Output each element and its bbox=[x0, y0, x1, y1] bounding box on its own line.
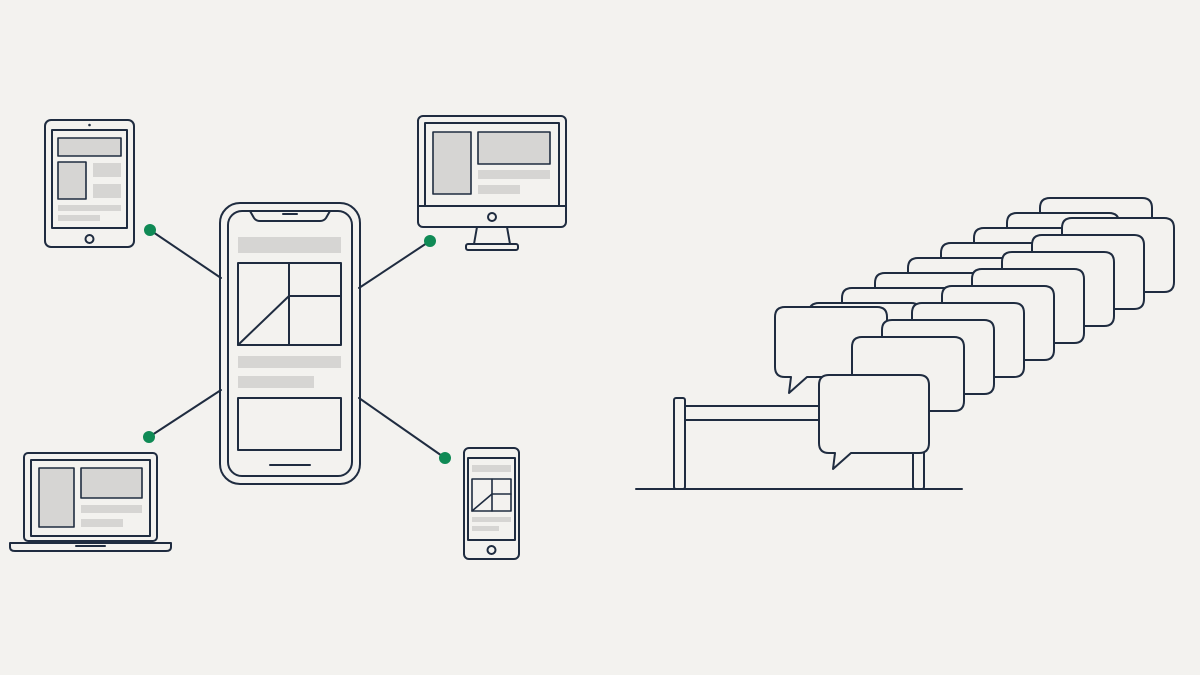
speech-bubble-icon bbox=[818, 374, 930, 470]
monitor-text-placeholder bbox=[478, 185, 520, 194]
laptop-base bbox=[9, 542, 172, 552]
laptop-icon bbox=[9, 452, 172, 552]
speech-bubble-queue bbox=[635, 197, 1175, 490]
smartphone-text-placeholder bbox=[238, 356, 341, 368]
small-phone-image-diagonal bbox=[471, 493, 493, 512]
tablet-banner-placeholder bbox=[57, 137, 122, 157]
barrier-post-left bbox=[673, 397, 686, 490]
smartphone-notch bbox=[249, 210, 331, 222]
tablet-screen bbox=[51, 129, 128, 229]
small-phone-screen bbox=[467, 457, 516, 541]
tablet-text-placeholder bbox=[58, 215, 100, 221]
tablet-image-placeholder bbox=[57, 161, 87, 200]
connector-dot-icon bbox=[439, 452, 451, 464]
tablet-text-placeholder bbox=[58, 205, 121, 211]
connector-lines bbox=[148, 229, 446, 459]
connector-line-tablet bbox=[149, 229, 222, 279]
smartphone-icon bbox=[219, 202, 361, 485]
laptop-sidebar-placeholder bbox=[38, 467, 75, 528]
speech-bubble-icon bbox=[818, 374, 930, 470]
small-phone-text-placeholder bbox=[472, 465, 511, 472]
small-phone-home-button bbox=[486, 545, 497, 555]
smartphone-body bbox=[219, 202, 361, 485]
tablet-body bbox=[44, 119, 135, 248]
laptop-lid bbox=[23, 452, 158, 542]
connector-line-laptop bbox=[148, 389, 222, 438]
monitor-sidebar-placeholder bbox=[432, 131, 472, 195]
monitor-text-placeholder bbox=[478, 170, 550, 179]
connected-devices bbox=[9, 115, 567, 560]
connector-dots bbox=[143, 224, 451, 464]
small-phone-icon bbox=[463, 447, 520, 560]
connector-dot-icon bbox=[143, 431, 155, 443]
smartphone-image-diagonal bbox=[237, 295, 290, 346]
smartphone-screen bbox=[227, 210, 353, 477]
laptop-text-placeholder bbox=[81, 519, 123, 527]
tablet-text-placeholder bbox=[93, 184, 121, 198]
connector-dot-icon bbox=[424, 235, 436, 247]
monitor-base bbox=[465, 243, 519, 251]
monitor-banner-placeholder bbox=[477, 131, 551, 165]
small-phone-body bbox=[463, 447, 520, 560]
tablet-camera bbox=[88, 123, 91, 127]
laptop-text-placeholder bbox=[81, 505, 142, 513]
monitor-stand bbox=[473, 226, 511, 245]
tablet-text-placeholder bbox=[93, 163, 121, 177]
connector-line-small-phone bbox=[358, 397, 446, 459]
tablet-icon bbox=[44, 119, 135, 248]
laptop-screen bbox=[30, 459, 151, 537]
desktop-monitor-icon bbox=[417, 115, 567, 251]
laptop-banner-placeholder bbox=[80, 467, 143, 499]
monitor-body bbox=[417, 115, 567, 228]
connector-dot-icon bbox=[144, 224, 156, 236]
smartphone-text-placeholder bbox=[238, 376, 314, 388]
smartphone-content-box bbox=[237, 397, 342, 451]
connector-line-monitor bbox=[358, 240, 431, 289]
monitor-power-button bbox=[487, 212, 497, 222]
small-phone-text-placeholder bbox=[472, 526, 499, 531]
smartphone-text-placeholder bbox=[238, 237, 341, 253]
tablet-home-button bbox=[84, 234, 95, 244]
small-phone-text-placeholder bbox=[472, 517, 511, 522]
